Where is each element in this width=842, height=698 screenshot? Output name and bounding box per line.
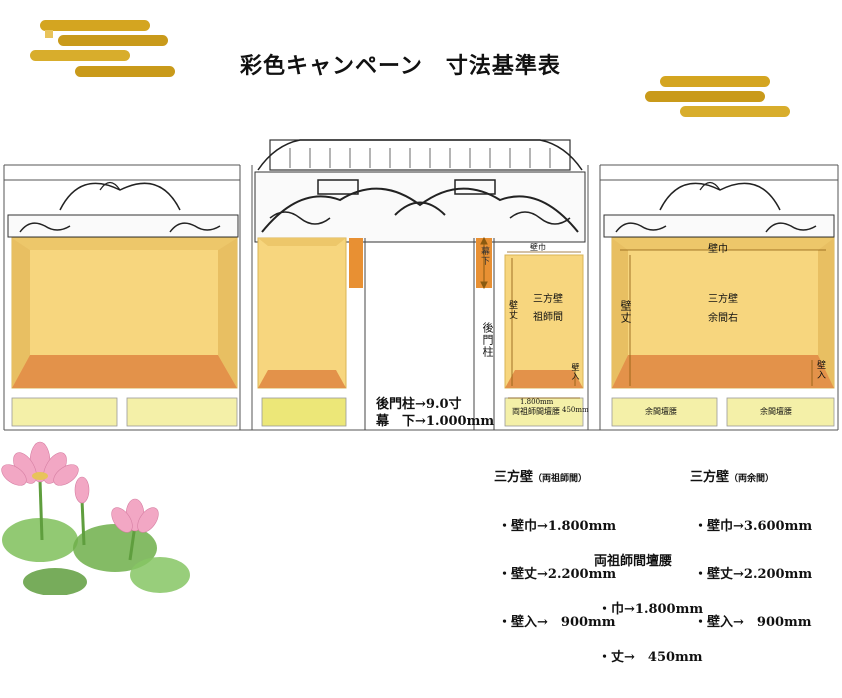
soshi-wall-panel — [504, 251, 584, 427]
center-posts — [364, 238, 495, 430]
yoma-wall-title-2: 余間右 — [708, 313, 738, 324]
spec-soshi-item: ・壁巾→1.800mm — [498, 519, 617, 534]
spec-soshi-heading: 三方壁 — [494, 470, 534, 485]
left-wall-panel — [11, 237, 238, 427]
soshi-dankoshi-label: 両祖師間壇腰 — [512, 407, 560, 416]
soshi-dankoshi-height: 450mm — [562, 406, 589, 414]
soshi-wall-title-1: 三方壁 — [533, 294, 563, 305]
right-ornament-beam — [603, 181, 835, 238]
spec-yoma-heading: 三方壁 — [690, 470, 730, 485]
yoma-wall-title-1: 三方壁 — [708, 294, 738, 305]
gold-cloud-top-right — [645, 76, 790, 117]
spec-soshi-sub: （両祖師間） — [533, 474, 588, 484]
left-narrow-panel — [257, 237, 347, 427]
spec-soshi-item: ・壁丈→2.200mm — [498, 567, 617, 582]
makushita-label: 幕下 — [479, 246, 489, 266]
yoma-dankoshi-right-label: 余間壇腰 — [760, 407, 792, 416]
spec-yoma-item: ・壁巾→3.600mm — [694, 519, 813, 534]
ushiromon-bashira-label: 後門柱 — [481, 322, 494, 358]
yoma-width-label: 壁巾 — [708, 244, 728, 255]
reference-sheet: 彩色キャンペーン 寸法基準表 — [1, 20, 839, 665]
soshi-wall-title-2: 祖師間 — [533, 312, 563, 323]
curtain-left — [349, 238, 363, 288]
yoma-dankoshi-left-label: 余間壇腰 — [645, 407, 677, 416]
spec-yoma-item: ・壁丈→2.200mm — [694, 567, 813, 582]
central-canopy — [254, 139, 586, 243]
makushita-arrow — [480, 236, 488, 290]
spec-yoma-item: ・壁入→ 900mm — [694, 615, 812, 630]
spec-yoma: 三方壁（両余間） ・壁巾→3.600mm ・壁丈→2.200mm ・壁入→ 90… — [690, 438, 812, 663]
spec-dankoshi: 両祖師間壇腰 ・巾→1.800mm ・丈→ 450mm — [594, 522, 703, 698]
frame-lines — [3, 164, 839, 431]
spec-dankoshi-item: ・丈→ 450mm — [598, 650, 703, 665]
spec-yoma-sub: （両余間） — [729, 474, 775, 484]
decoration-layer — [30, 20, 790, 117]
soshi-inset-label: 壁入 — [571, 363, 580, 381]
left-ornament-beam — [7, 181, 239, 238]
altar-diagram — [1, 139, 839, 595]
yoma-inset-label: 壁入 — [815, 360, 825, 380]
gold-cloud-top-left — [30, 20, 175, 77]
page-title: 彩色キャンペーン 寸法基準表 — [240, 53, 561, 79]
yoma-height-label: 壁丈 — [619, 300, 632, 324]
spec-dankoshi-heading: 両祖師間壇腰 — [594, 554, 673, 569]
spec-dankoshi-item: ・巾→1.800mm — [598, 602, 704, 617]
note-maku: 幕 下→1.000mm — [376, 414, 495, 429]
soshi-height-label: 壁丈 — [507, 300, 517, 320]
lotus-decoration — [1, 441, 190, 595]
note-pillar: 後門柱→9.0寸 — [376, 397, 462, 412]
soshi-width-label: 壁巾 — [530, 243, 546, 252]
right-wall-panel — [611, 237, 835, 427]
soshi-dankoshi-width: 1.800mm — [520, 398, 554, 406]
